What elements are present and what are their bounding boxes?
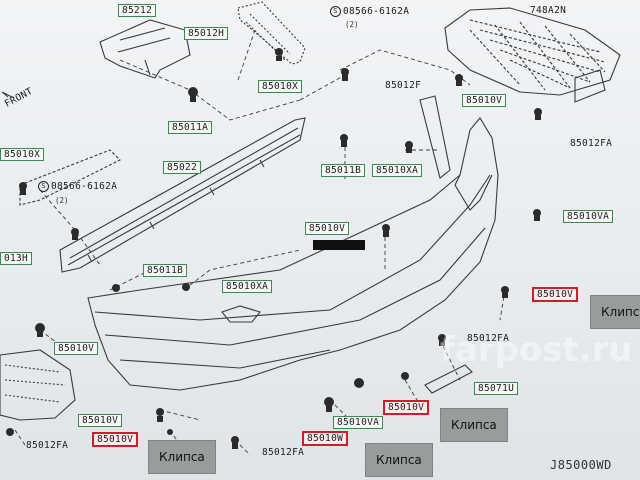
part-label-85012fa[interactable]: 85012FA [570, 138, 613, 149]
part-label-85012f[interactable]: 85012F [385, 80, 422, 91]
part-label-85011a[interactable]: 85011A [168, 121, 213, 134]
part-label-85012h[interactable]: 85012H [184, 27, 229, 40]
part-label-85212[interactable]: 85212 [118, 4, 157, 17]
part-label-85012fa[interactable]: 85012FA [26, 440, 69, 451]
retainer-85012h [237, 1, 306, 65]
clip-annotation-right[interactable]: Клипс [590, 295, 640, 329]
part-label-85010x[interactable]: 85010X [0, 148, 45, 161]
part-label-85010va[interactable]: 85010VA [333, 416, 384, 429]
screw-qty: (2) [345, 20, 359, 29]
part-label-85022[interactable]: 85022 [163, 161, 202, 174]
part-label-85012fa[interactable]: 85012FA [262, 447, 305, 458]
part-label-85010v[interactable]: 85010V [78, 414, 123, 427]
part-label-85010w-highlighted[interactable]: 85010W [302, 431, 349, 446]
part-label-85010v[interactable]: 85010V [462, 94, 507, 107]
fasteners [6, 48, 542, 449]
part-label-85011b[interactable]: 85011B [321, 164, 366, 177]
part-label-85010xa[interactable]: 85010XA [222, 280, 273, 293]
absorber-left [19, 149, 121, 206]
bracket-85212 [99, 19, 191, 79]
part-label-85010v[interactable]: 85010V [305, 222, 350, 235]
part-label-85012fa[interactable]: 85012FA [467, 333, 510, 344]
underbody-shield [0, 349, 76, 421]
clip-annotation-center[interactable]: Клипса [440, 408, 508, 442]
splash-shield-748a2n [444, 7, 621, 96]
reflector-85071u [424, 364, 473, 394]
part-label-85010v-highlighted[interactable]: 85010V [383, 400, 430, 415]
screw-qty: (2) [55, 196, 69, 205]
part-label-85071u[interactable]: 85071U [474, 382, 519, 395]
part-label-85010x[interactable]: 85010X [258, 80, 303, 93]
part-label-85011b[interactable]: 85011B [143, 264, 188, 277]
screw-symbol: S [330, 6, 341, 17]
front-arrow [1, 91, 15, 99]
screw-part-number: 08566-6162A [343, 6, 410, 17]
bumper-fascia [87, 117, 499, 391]
part-label-013h[interactable]: 013H [0, 252, 33, 265]
watermark: farpost.ru [440, 330, 633, 370]
reinforcement-85022 [59, 117, 306, 273]
screw-symbol: S [38, 181, 49, 192]
part-label-85010xa[interactable]: 85010XA [372, 164, 423, 177]
screw-part-number: 08566-6162A [51, 181, 118, 192]
clip-annotation-left[interactable]: Клипса [148, 440, 216, 474]
part-label-85010v-highlighted[interactable]: 85010V [532, 287, 579, 302]
part-label-85010v-highlighted[interactable]: 85010V [92, 432, 139, 447]
part-label-85010va[interactable]: 85010VA [563, 210, 614, 223]
diagram-id: J85000WD [550, 458, 612, 472]
clip-annotation-mid[interactable]: Клипса [365, 443, 433, 477]
part-label-748a2n[interactable]: 748A2N [530, 5, 567, 16]
redacted-block [313, 240, 365, 250]
part-label-85010v[interactable]: 85010V [54, 342, 99, 355]
